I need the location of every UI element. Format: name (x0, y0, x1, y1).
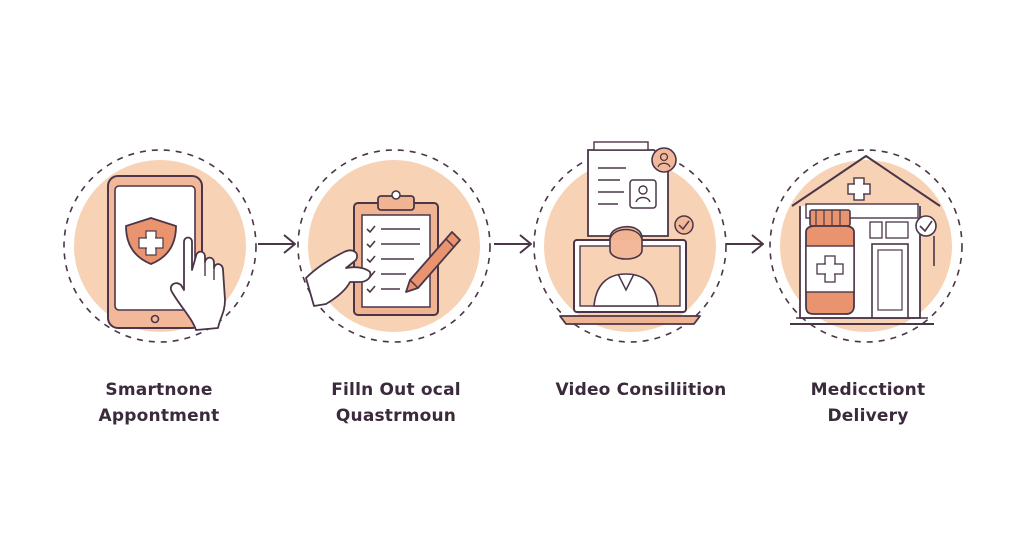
checkmark-badge-icon (915, 215, 937, 266)
step-1-label-line-1: Smartnone (105, 380, 213, 400)
arrow-right-icon (258, 234, 296, 254)
step-4-label-line-1: Medicctiont (810, 380, 926, 400)
medicine-bottle-icon (805, 209, 855, 315)
step-4-label-line-2: Delivery (827, 406, 909, 426)
shield-plus-icon (125, 217, 177, 265)
step-1-dashed-ring (63, 149, 257, 343)
step-2-dashed-ring (297, 149, 491, 343)
step-2-illustration (297, 149, 491, 343)
doctor-avatar-icon (593, 225, 659, 307)
step-2-label-line-2: Quastrmoun (335, 406, 457, 426)
checkmark-badge-icon (674, 215, 694, 235)
medical-document-icon (587, 141, 669, 237)
user-badge-icon (651, 147, 677, 173)
step-4-illustration (769, 149, 963, 343)
pointing-hand-icon (169, 236, 226, 331)
arrow-right-icon (726, 234, 764, 254)
pencil-icon (405, 231, 461, 293)
step-4-label: Medicctiont Delivery (768, 377, 968, 429)
step-1-illustration (63, 149, 257, 343)
clipboard-icon (353, 190, 439, 316)
step-3-label-line-1: Video Consiliition (555, 380, 727, 400)
step-3-illustration (533, 141, 727, 343)
step-2-label-line-1: Filln Out ocal (331, 380, 461, 400)
step-1-label: Smartnone Appontment (59, 377, 259, 429)
step-2-label: Filln Out ocal Quastrmoun (296, 377, 496, 429)
hand-holding-icon (305, 249, 372, 307)
step-3-dashed-ring (533, 149, 727, 343)
step-3-label: Video Consiliition (541, 377, 741, 403)
step-1-label-line-2: Appontment (98, 406, 220, 426)
step-4-dashed-ring (769, 149, 963, 343)
arrow-right-icon (494, 234, 532, 254)
